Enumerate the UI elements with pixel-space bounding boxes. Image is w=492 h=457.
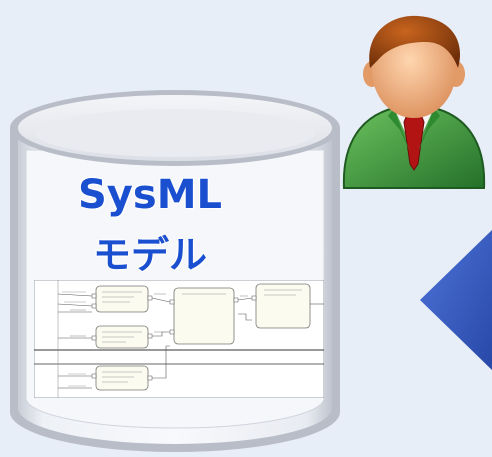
user-avatar-icon: [342, 15, 486, 189]
model-label-line1: SysML: [78, 172, 222, 218]
model-label-line2: モデル: [92, 233, 207, 277]
left-arrow-icon: [420, 230, 492, 370]
sysml-diagram-thumbnail: [34, 280, 324, 398]
